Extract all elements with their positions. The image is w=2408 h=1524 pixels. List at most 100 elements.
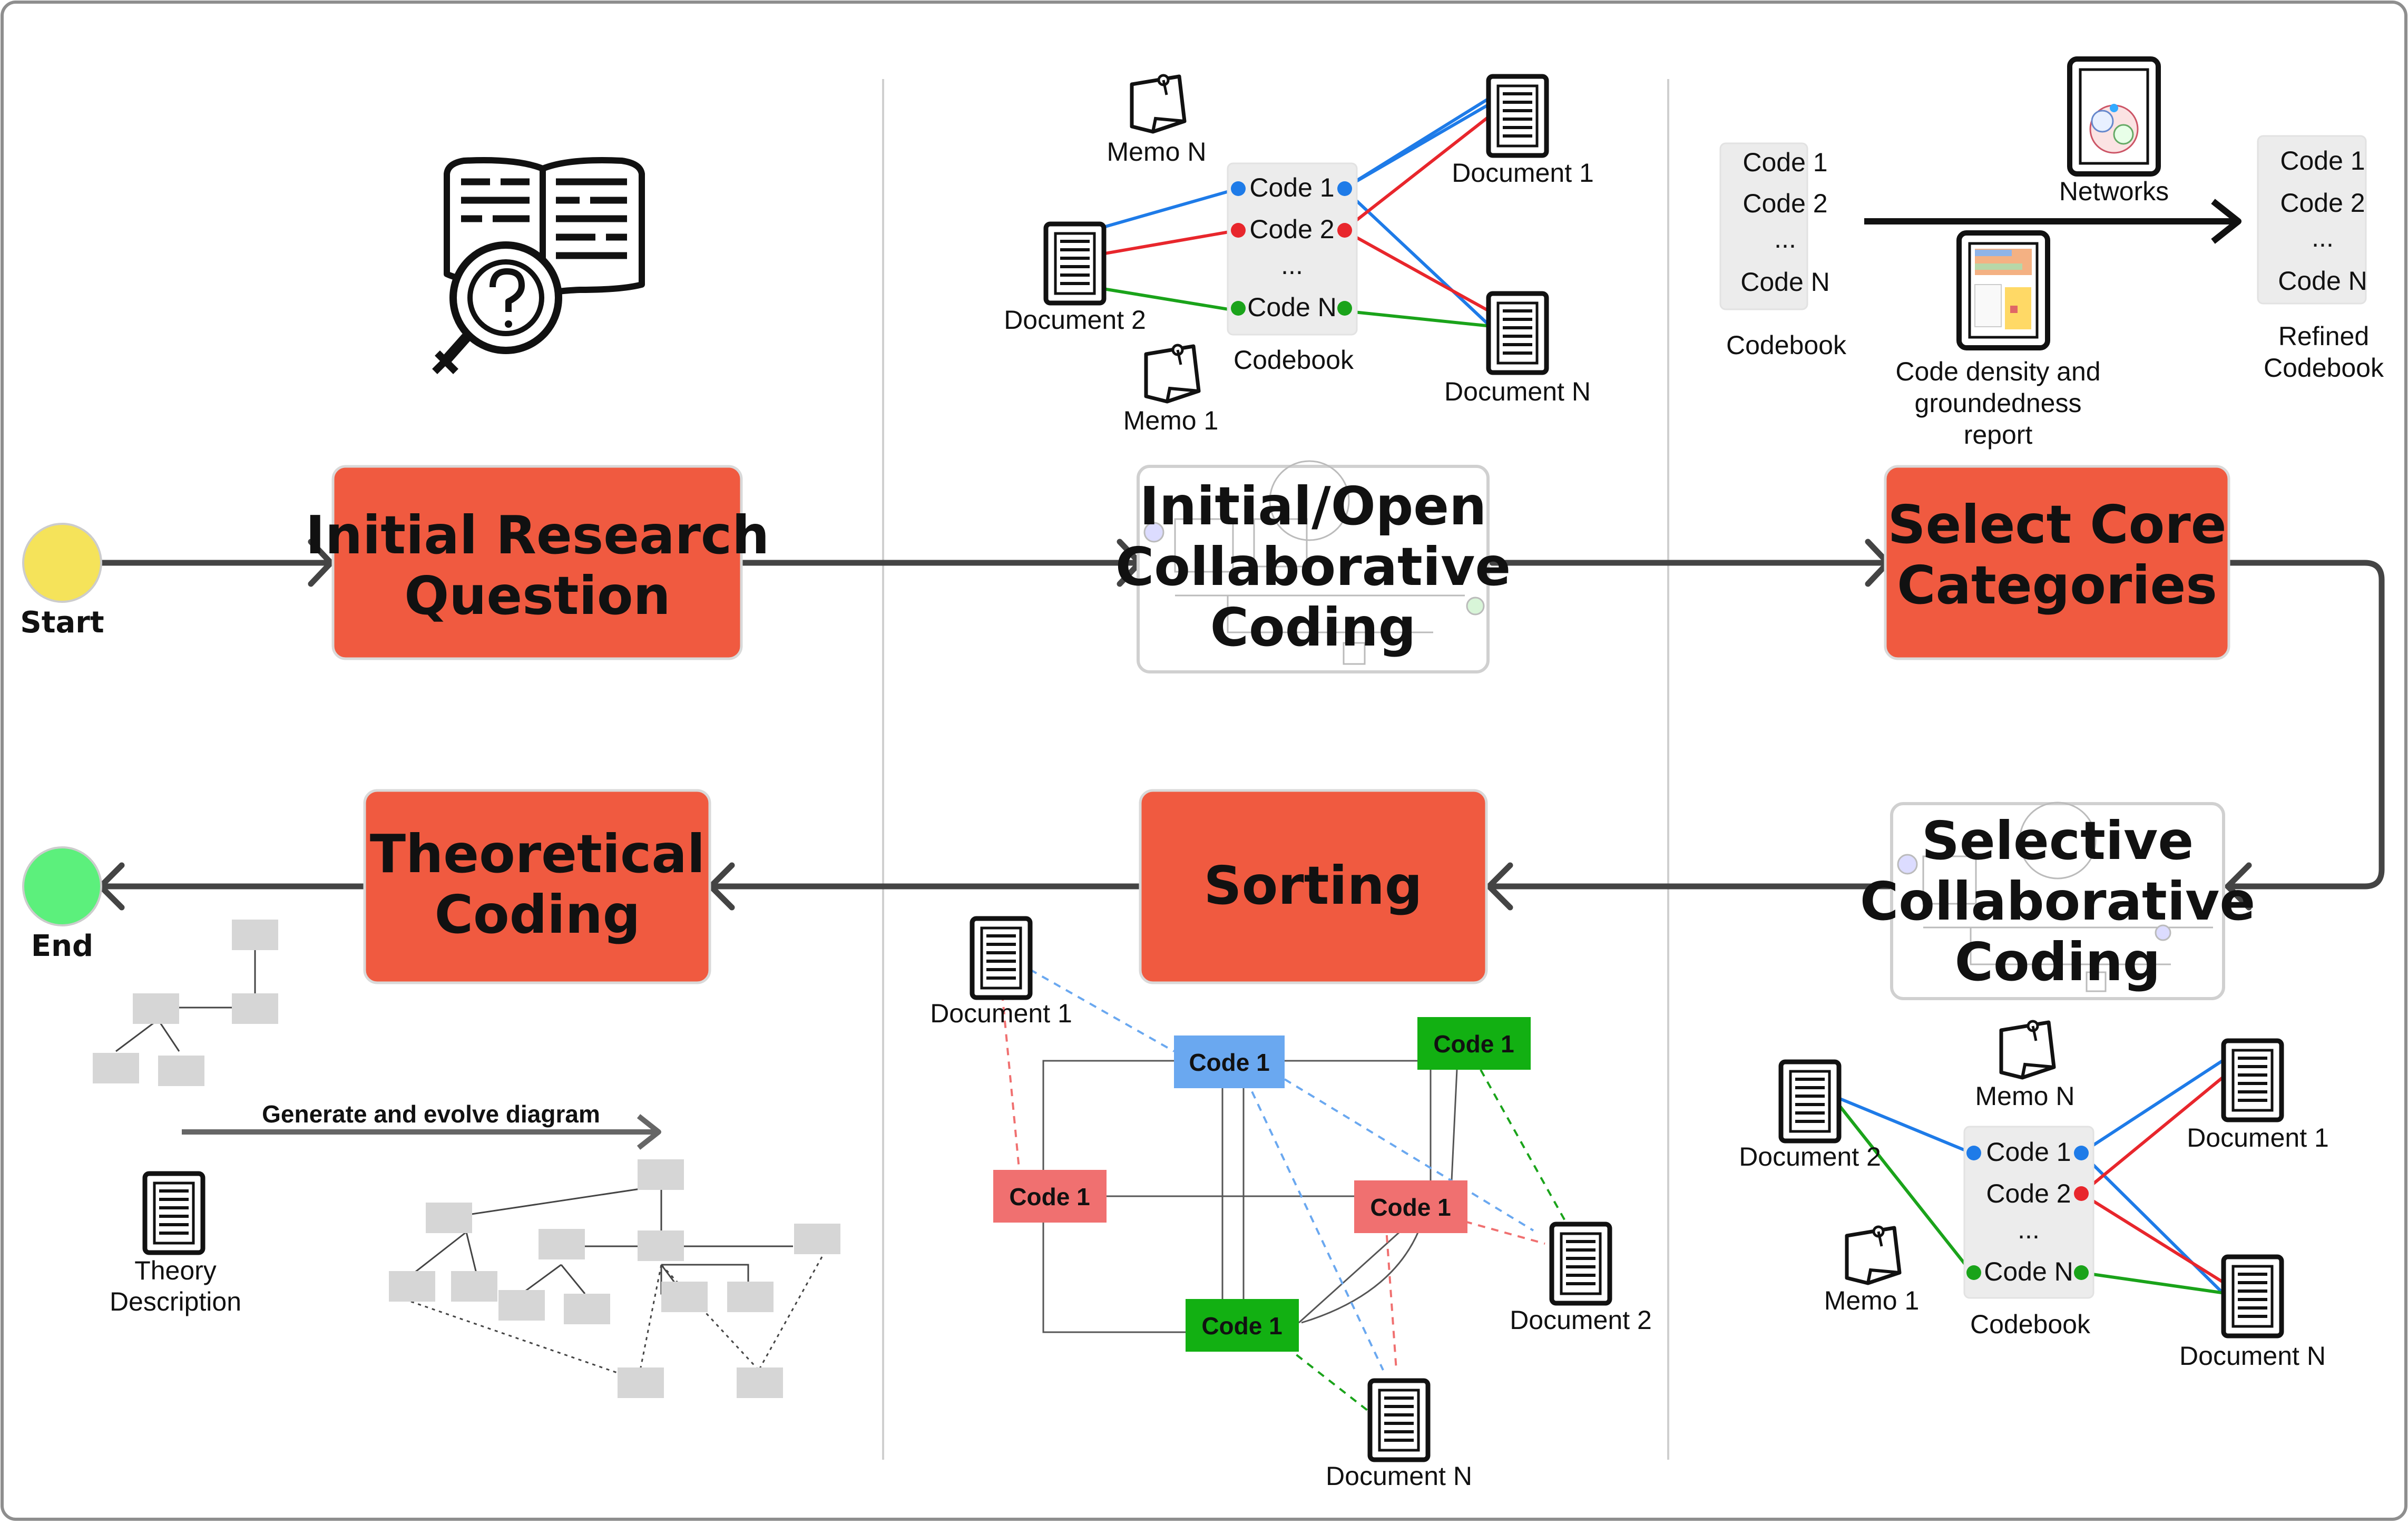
step-theoretical-line1: Theoretical [370, 823, 705, 885]
report-label-line1: Code density and [1895, 357, 2100, 386]
sort-code-blue [1174, 1035, 1285, 1088]
selective-doc-n-label: Document N [2179, 1341, 2326, 1371]
step-select-core-line2: Categories [1897, 554, 2217, 616]
open-coding-codebook-panel: Code 1 Code 2 ... Code N Codebook Docume… [1004, 75, 1594, 435]
codebook-code-1: Code 1 [1249, 173, 1334, 202]
memo-icon [1132, 75, 1185, 132]
step-selective-coding-line2: Collaborative [1860, 871, 2255, 932]
large-diagram-nodes [389, 1159, 840, 1398]
theory-doc-label-line2: Description [110, 1287, 241, 1316]
document-icon [2224, 1041, 2282, 1120]
report-icon [1956, 230, 2050, 350]
sort-code-green-bottom-label: Code 1 [1201, 1312, 1282, 1340]
end-node [22, 846, 102, 926]
refined-ellipsis: ... [2312, 223, 2334, 252]
sort-code-red-right-label: Code 1 [1370, 1194, 1451, 1221]
refined-code-1: Code 1 [2280, 146, 2365, 175]
selective-codebook-box [1963, 1126, 2094, 1299]
document-icon [1489, 76, 1546, 155]
doc-1-label: Document 1 [1452, 158, 1594, 188]
sort-doc-2-label: Document 2 [1510, 1305, 1652, 1335]
step-initial-research-line2: Question [404, 565, 671, 627]
report-label-line3: report [1964, 420, 2033, 450]
document-icon [1370, 1381, 1428, 1460]
input-code-1: Code 1 [1743, 148, 1827, 177]
document-icon [145, 1174, 203, 1253]
codebook-ellipsis: ... [1281, 250, 1303, 280]
document-icon [2224, 1257, 2282, 1336]
networks-label: Networks [2059, 177, 2169, 206]
memo-icon [1847, 1227, 1900, 1283]
input-codebook-box [1719, 142, 1808, 310]
refined-label-line1: Refined [2278, 321, 2369, 351]
document-icon [1489, 294, 1546, 373]
document-icon [972, 919, 1030, 998]
step-selective-coding: Selective Collaborative Coding [1860, 802, 2255, 1000]
theory-doc-label-line1: Theory [134, 1256, 217, 1285]
step-selective-coding-line3: Coding [1955, 931, 2161, 993]
selective-coding-thumbnail [1897, 802, 2213, 992]
step-theoretical-line2: Coding [435, 884, 641, 945]
step-sorting: Sorting [1139, 789, 1488, 984]
memo-1-label: Memo 1 [1123, 406, 1219, 435]
step-selective-coding-line1: Selective [1922, 810, 2194, 872]
refine-codebook-panel: Code 1 Code 2 ... Code N Codebook Networ… [1719, 56, 2384, 450]
selective-doc-1-label: Document 1 [2187, 1123, 2329, 1152]
selective-code-2: Code 2 [1986, 1179, 2071, 1208]
selective-memo-1-label: Memo 1 [1824, 1286, 1920, 1315]
sort-code-red-left-label: Code 1 [1009, 1183, 1090, 1210]
refined-code-n: Code N [2278, 266, 2367, 296]
theory-panel: Generate and evolve diagram Theory Descr… [93, 920, 840, 1398]
input-code-2: Code 2 [1743, 189, 1827, 218]
step-open-coding: Initial/Open Collaborative Coding [1115, 460, 1511, 673]
step-open-coding-line3: Coding [1210, 597, 1416, 658]
memo-n-label: Memo N [1107, 137, 1207, 167]
document-icon [1046, 224, 1104, 303]
selective-coding-codebook-panel: Code 1 Code 2 ... Code N Codebook Docume… [1739, 1021, 2329, 1371]
refined-codebook-box [2257, 135, 2367, 305]
step-open-coding-line2: Collaborative [1115, 536, 1511, 598]
doc-n-label: Document N [1444, 377, 1591, 406]
open-coding-thumbnail [1143, 460, 1485, 665]
book-question-icon [432, 157, 645, 374]
step-select-core: Select Core Categories [1884, 465, 2230, 660]
input-ellipsis: ... [1774, 224, 1796, 253]
report-label-line2: groundedness [1915, 388, 2082, 418]
sort-code-red-left [993, 1170, 1107, 1223]
selective-code-n: Code N [1984, 1257, 2073, 1286]
input-codebook-label: Codebook [1726, 330, 1847, 360]
input-code-n: Code N [1740, 267, 1830, 297]
step-select-core-line1: Select Core [1887, 494, 2226, 555]
start-node [22, 523, 102, 603]
sort-doc-1-label: Document 1 [930, 999, 1072, 1028]
codebook-code-2: Code 2 [1249, 214, 1334, 244]
memo-icon [1146, 345, 1199, 402]
network-icon [2067, 56, 2161, 177]
refined-code-2: Code 2 [2280, 188, 2365, 218]
sort-code-blue-label: Code 1 [1189, 1049, 1269, 1076]
generate-diagram-label: Generate and evolve diagram [262, 1100, 600, 1128]
codebook-code-n: Code N [1247, 292, 1337, 322]
step-initial-research: Initial Research Question [306, 465, 770, 660]
flow-arrows [97, 539, 2385, 911]
sort-code-green-top-label: Code 1 [1433, 1030, 1514, 1058]
sort-code-red-right [1354, 1180, 1467, 1233]
selective-code-1: Code 1 [1986, 1137, 2071, 1167]
memo-icon [2001, 1021, 2054, 1078]
step-open-coding-line1: Initial/Open [1140, 475, 1487, 537]
start-label: Start [20, 605, 104, 640]
step-initial-research-line1: Initial Research [306, 504, 770, 566]
sort-code-green-top [1417, 1017, 1531, 1070]
document-icon [1781, 1062, 1839, 1141]
selective-memo-n-label: Memo N [1975, 1081, 2075, 1111]
step-theoretical: Theoretical Coding [363, 789, 711, 984]
refined-label-line2: Codebook [2264, 353, 2384, 383]
sort-doc-n-label: Document N [1326, 1461, 1472, 1491]
step-sorting-label: Sorting [1204, 855, 1423, 916]
codebook-box [1227, 162, 1358, 336]
small-diagram-nodes [93, 920, 278, 1086]
end-label: End [31, 929, 93, 963]
selective-codebook-label: Codebook [1970, 1310, 2091, 1339]
